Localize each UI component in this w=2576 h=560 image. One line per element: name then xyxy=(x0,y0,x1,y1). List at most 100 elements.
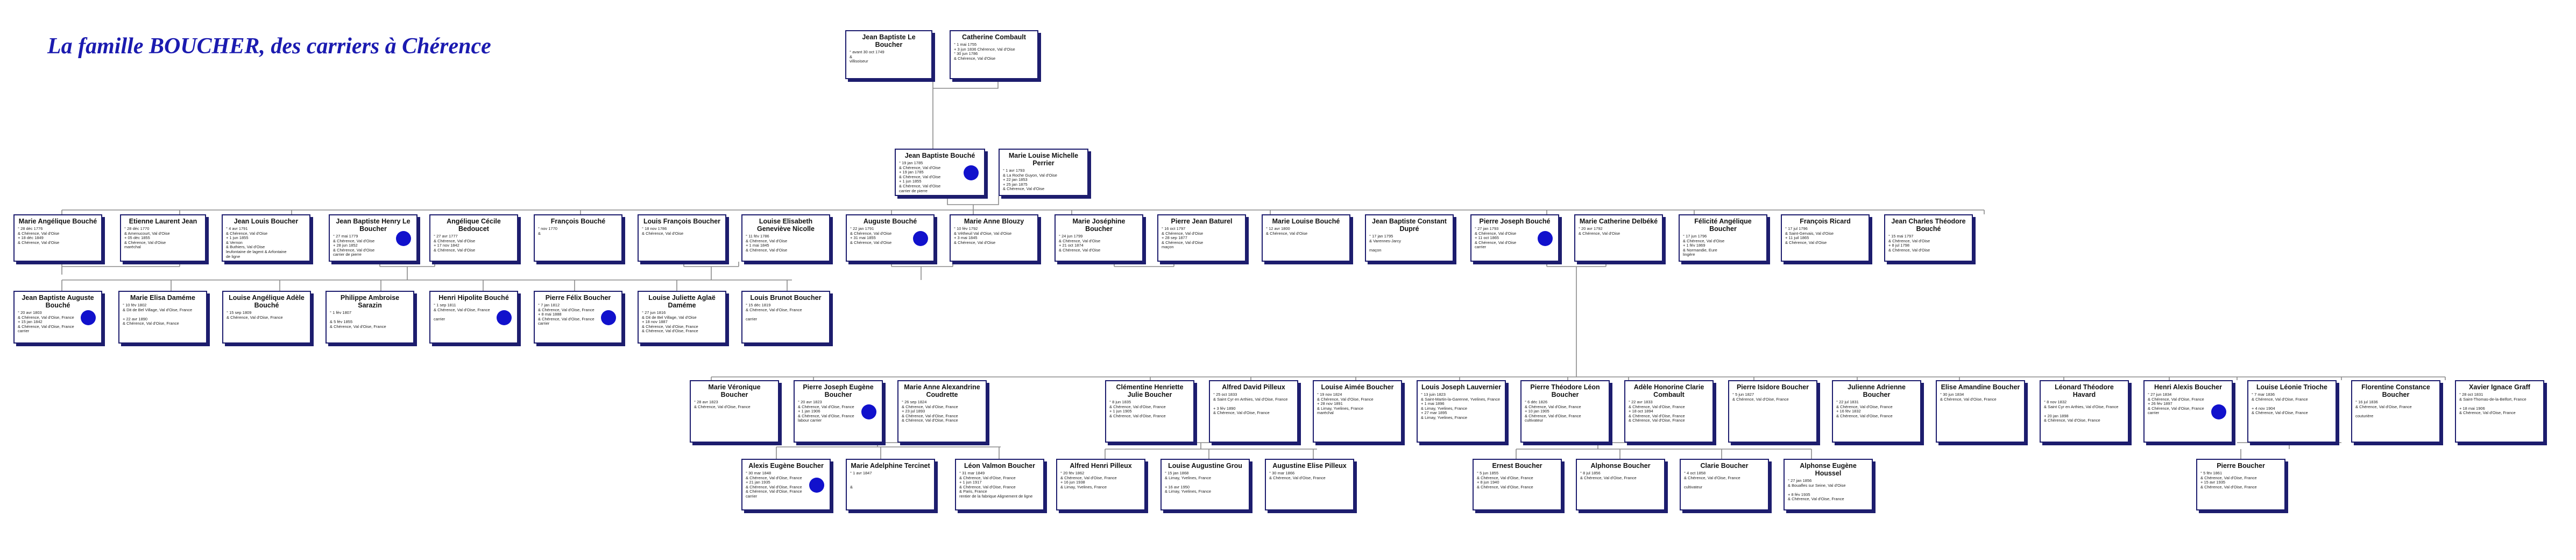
person-card[interactable]: Marie Véronique Boucher° 28 avr 1823 & C… xyxy=(690,380,779,443)
person-card[interactable]: François Ricard° 17 jul 1796 & Saint-Ger… xyxy=(1781,214,1870,262)
person-details: ° 5 fév 1861 & Chérence, Val d'Oise, Fra… xyxy=(2200,471,2257,489)
person-name: Louise Juliette Aglaë Daméme xyxy=(648,294,716,309)
person-details: ° 8 nov 1832 & Saint Cyr en Arthies, Val… xyxy=(2044,400,2119,423)
link-gen4-a xyxy=(776,442,1001,459)
person-card[interactable]: Julienne Adrienne Boucher° 22 jul 1831 &… xyxy=(1832,380,1921,443)
person-card[interactable]: Xavier Ignace Graff° 28 oct 1831 & Saint… xyxy=(2455,380,2544,443)
person-details: ° 17 jul 1796 & Saint-Gervais, Val d'Ois… xyxy=(1785,226,1834,245)
person-details: ° 24 jun 1799 & Chérence, Val d'Oise + 2… xyxy=(1059,234,1101,253)
person-details: ° 20 avr 1823 & Chérence, Val d'Oise, Fr… xyxy=(798,400,854,423)
person-name: Louis Joseph Lauvernier xyxy=(1421,383,1501,391)
person-name: Pierre Théodore Léon Boucher xyxy=(1530,383,1600,398)
person-card[interactable]: Jean Baptiste Le Boucher° avant 30 oct 1… xyxy=(845,30,932,79)
person-card[interactable]: Adèle Honorine Clarie Combault° 22 avr 1… xyxy=(1624,380,1714,443)
person-card[interactable]: Jean Baptiste Auguste Bouché° 20 avr 180… xyxy=(13,291,102,344)
person-card[interactable]: Pierre Isidore Boucher° 5 jun 1827 & Ché… xyxy=(1728,380,1817,443)
person-name: Augustine Elise Pilleux xyxy=(1272,462,1347,470)
person-card[interactable]: Marie Joséphine Boucher° 24 jun 1799 & C… xyxy=(1055,214,1143,262)
person-details: ° 27 avr 1777 & Chérence, Val d'Oise + 1… xyxy=(434,234,476,253)
person-card[interactable]: Jean Louis Boucher° 4 avr 1791 & Chérenc… xyxy=(222,214,310,262)
person-details: ° 4 oct 1858 & Chérence, Val d'Oise, Fra… xyxy=(1684,471,1740,489)
person-card[interactable]: Alexis Eugène Boucher° 30 mar 1848 & Ché… xyxy=(741,459,831,510)
person-card[interactable]: François Bouché° nov 1770 & xyxy=(534,214,622,262)
person-card[interactable]: Etienne Laurent Jean° 28 déc 1770 & Amen… xyxy=(120,214,206,262)
person-card[interactable]: Jean Charles Théodore Bouché° 15 mai 179… xyxy=(1884,214,1973,262)
person-card[interactable]: Marie Angélique Bouché° 28 déc 1776 & Ch… xyxy=(13,214,102,262)
person-card[interactable]: Catherine Combault° 1 mai 1755 + 3 jun 1… xyxy=(950,30,1038,79)
person-card[interactable]: Louise Léonie Trioche° 7 mar 1836 & Chér… xyxy=(2247,380,2337,443)
person-card[interactable]: Philippe Ambroise Sarazin° 1 fév 1807 & … xyxy=(325,291,414,344)
person-card[interactable]: Marie Louise Bouché° 12 avr 1800 & Chére… xyxy=(1262,214,1350,262)
person-card[interactable]: Pierre Félix Boucher° 7 jan 1812 & Chére… xyxy=(534,291,622,344)
person-name: Catherine Combault xyxy=(962,33,1026,41)
person-card[interactable]: Louise Elisabeth Geneviève Nicolle° 11 f… xyxy=(741,214,830,262)
person-details: ° 22 avr 1833 & Chérence, Val d'Oise, Fr… xyxy=(1629,400,1685,423)
person-card[interactable]: Florentine Constance Boucher° 16 jul 183… xyxy=(2351,380,2440,443)
person-card[interactable]: Pierre Boucher° 5 fév 1861 & Chérence, V… xyxy=(2196,459,2285,510)
person-card[interactable]: Pierre Joseph Bouché° 27 jan 1793 & Chér… xyxy=(1470,214,1559,262)
person-card[interactable]: Augustine Elise Pilleux° 30 mar 1866 & C… xyxy=(1265,459,1354,510)
person-card[interactable]: Louis Joseph Lauvernier° 13 juin 1823 & … xyxy=(1417,380,1506,443)
person-card[interactable]: Louise Angélique Adèle Bouché° 15 sep 18… xyxy=(222,291,311,344)
person-card[interactable]: Alphonse Boucher° 8 jul 1856 & Chérence,… xyxy=(1576,459,1665,510)
person-details: ° 22 jan 1791 & Chérence, Val d'Oise + 3… xyxy=(850,226,892,245)
person-name: Marie Véronique Boucher xyxy=(708,383,761,398)
person-card[interactable]: Pierre Jean Baturel° 16 oct 1797 & Chére… xyxy=(1157,214,1246,262)
person-card[interactable]: Louis Brunot Boucher° 15 déc 1819 & Chér… xyxy=(741,291,830,344)
person-card[interactable]: Louise Juliette Aglaë Daméme° 27 jun 181… xyxy=(638,291,726,344)
marker-dot xyxy=(913,231,928,246)
person-card[interactable]: Marie Elisa Daméme° 10 fév 1802 & Dit de… xyxy=(118,291,207,344)
person-details: ° 18 nov 1786 & Chérence, Val d'Oise xyxy=(642,226,684,236)
person-card[interactable]: Jean Baptiste Bouché° 19 jan 1785 & Chér… xyxy=(895,149,985,196)
person-card[interactable]: Léon Valmon Boucher° 31 mar 1849 & Chére… xyxy=(955,459,1044,510)
person-card[interactable]: Marie Adelphine Tercinet° 1 avr 1847 & xyxy=(846,459,935,510)
person-name: François Bouché xyxy=(550,218,606,225)
person-card[interactable]: Marie Louise Michelle Perrier° 1 avr 179… xyxy=(999,149,1088,196)
person-details: ° 8 jun 1835 & Chérence, Val d'Oise, Fra… xyxy=(1109,400,1166,418)
person-details: ° 22 jul 1831 & Chérence, Val d'Oise, Fr… xyxy=(1836,400,1893,418)
person-card[interactable]: Alfred Henri Pilleux° 20 fév 1862 & Chér… xyxy=(1056,459,1145,510)
person-card[interactable]: Ernest Boucher° 5 jun 1855 & Chérence, V… xyxy=(1473,459,1562,510)
person-details: ° 17 jan 1795 & Varennes-Jarcy maçon xyxy=(1369,234,1402,253)
person-details: ° 27 jan 1856 & Bouafles sur Seine, Val … xyxy=(1788,478,1846,502)
person-details: ° 17 jun 1796 & Chérence, Val d'Oise + 1… xyxy=(1683,234,1725,257)
person-name: Louise Elisabeth Geneviève Nicolle xyxy=(756,218,815,233)
person-card[interactable]: Félicité Angélique Boucher° 17 jun 1796 … xyxy=(1679,214,1767,262)
person-card[interactable]: Jean Baptiste Constant Dupré° 17 jan 179… xyxy=(1365,214,1454,262)
person-card[interactable]: Pierre Théodore Léon Boucher° 6 déc 1826… xyxy=(1520,380,1610,443)
person-card[interactable]: Clémentine Henriette Julie Boucher° 8 ju… xyxy=(1105,380,1194,443)
person-card[interactable]: Jean Baptiste Henry Le Boucher° 27 mai 1… xyxy=(329,214,417,262)
link-gen4-d xyxy=(2237,442,2341,459)
link-gen1-couple xyxy=(947,196,999,210)
person-card[interactable]: Auguste Bouché° 22 jan 1791 & Chérence, … xyxy=(846,214,935,262)
person-card[interactable]: Marie Anne Alexandrine Coudrette° 26 sep… xyxy=(897,380,987,443)
person-card[interactable]: Louise Augustine Grou° 15 jan 1868 & Lim… xyxy=(1160,459,1250,510)
person-details: ° 13 juin 1823 & Saint-Martin-la-Garenne… xyxy=(1421,392,1501,420)
person-card[interactable]: Marie Anne Blouzy° 10 fév 1792 & Vétheui… xyxy=(950,214,1038,262)
person-details: ° 10 fév 1792 & Vétheuil Val d'Oise, Val… xyxy=(954,226,1012,245)
person-name: Jean Baptiste Auguste Bouché xyxy=(22,294,94,309)
person-card[interactable]: Angélique Cécile Bedoucet° 27 avr 1777 &… xyxy=(429,214,518,262)
person-name: Marie Joséphine Boucher xyxy=(1072,218,1126,233)
person-details: ° 11 fév 1786 & Chérence, Val d'Oise + 1… xyxy=(746,234,788,253)
person-card[interactable]: Louis François Boucher° 18 nov 1786 & Ch… xyxy=(638,214,726,262)
person-details: ° 31 mar 1849 & Chérence, Val d'Oise, Fr… xyxy=(959,471,1033,499)
person-details: ° nov 1770 & xyxy=(538,226,557,236)
person-card[interactable]: Louise Aimée Boucher° 19 nov 1824 & Chér… xyxy=(1313,380,1402,443)
person-card[interactable]: Henri Alexis Boucher° 27 jun 1834 & Chér… xyxy=(2143,380,2233,443)
marker-dot xyxy=(861,404,876,419)
person-details: ° 8 jul 1856 & Chérence, Val d'Oise, Fra… xyxy=(1580,471,1637,480)
person-card[interactable]: Henri Hipolite Bouché° 1 sep 1811 & Chér… xyxy=(429,291,518,344)
person-name: Marie Angélique Bouché xyxy=(18,218,97,225)
person-card[interactable]: Alfred David Pilleux° 25 oct 1833 & Sain… xyxy=(1209,380,1298,443)
person-card[interactable]: Clarie Boucher° 4 oct 1858 & Chérence, V… xyxy=(1680,459,1769,510)
person-card[interactable]: Elise Amandine Boucher° 30 jun 1834 & Ch… xyxy=(1936,380,2025,443)
person-card[interactable]: Marie Catherine Delbéké° 20 avr 1792 & C… xyxy=(1574,214,1663,262)
link-gen0-couple xyxy=(932,79,999,149)
person-name: Léonard Théodore Havard xyxy=(2055,383,2114,398)
person-card[interactable]: Léonard Théodore Havard ° 8 nov 1832 & Sa… xyxy=(2040,380,2129,443)
person-card[interactable]: Alphonse Eugène Houssel° 27 jan 1856 & B… xyxy=(1784,459,1873,510)
person-name: Marie Anne Alexandrine Coudrette xyxy=(904,383,980,398)
marker-dot xyxy=(809,478,824,493)
person-card[interactable]: Pierre Joseph Eugène Boucher° 20 avr 182… xyxy=(794,380,883,443)
